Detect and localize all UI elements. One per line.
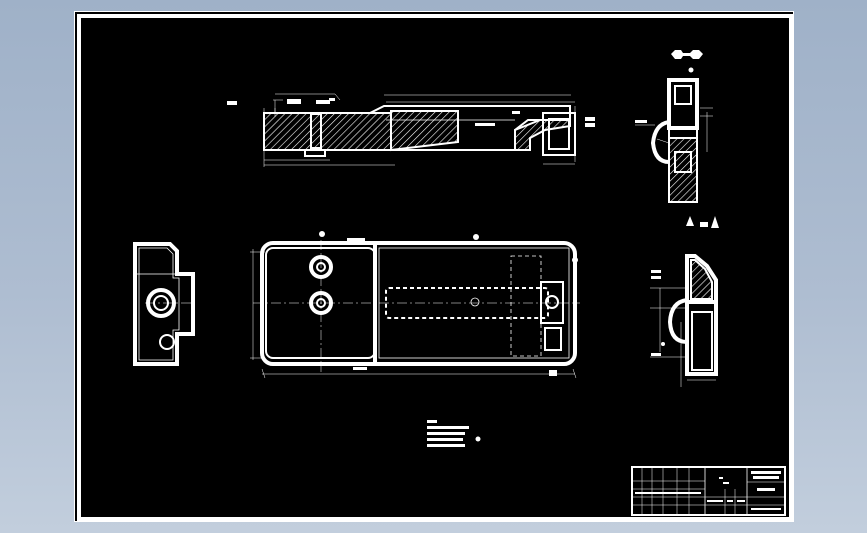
notes-block <box>427 420 481 447</box>
title-block <box>631 466 786 516</box>
inner-frame <box>77 14 793 521</box>
cad-drawing <box>77 14 793 521</box>
plan-view <box>250 231 580 379</box>
section-view <box>227 93 595 167</box>
right-view <box>635 50 719 228</box>
side-section-view <box>650 254 718 387</box>
left-view <box>133 242 195 366</box>
drawing-sheet <box>74 11 794 522</box>
